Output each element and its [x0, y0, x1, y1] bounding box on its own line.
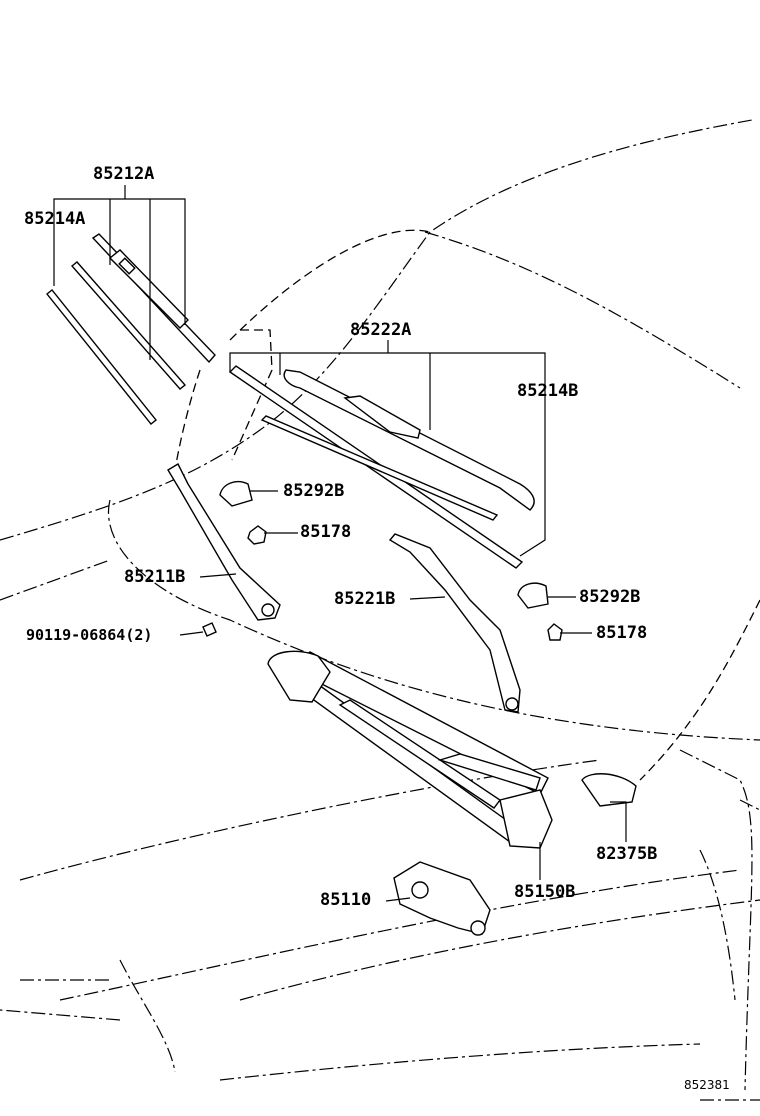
label-85212a: 85212A [93, 164, 155, 184]
label-85178-2: 85178 [596, 623, 648, 643]
wiper-linkage [267, 650, 637, 849]
wiper-blade-a [46, 233, 216, 425]
leader-lines [53, 185, 627, 902]
label-90119-06864: 90119-06864(2) [26, 626, 153, 644]
label-85292b-2: 85292B [579, 587, 641, 607]
vehicle-outline [0, 119, 760, 1101]
label-85211b: 85211B [124, 567, 186, 587]
label-85221b: 85221B [334, 589, 396, 609]
label-85150b: 85150B [514, 882, 576, 902]
label-85222a: 85222A [350, 320, 412, 340]
wiper-arm-left [167, 463, 281, 621]
label-85178-1: 85178 [300, 522, 352, 542]
label-85110: 85110 [320, 890, 372, 910]
label-85214b: 85214B [517, 381, 579, 401]
wiper-motor [393, 861, 491, 936]
label-82375b: 82375B [596, 844, 658, 864]
label-85292b-1: 85292B [283, 481, 345, 501]
wiper-blade-b [228, 365, 535, 569]
caps-and-nuts [202, 480, 563, 641]
wiper-arm-right [388, 533, 521, 713]
diagram-code: 852381 [684, 1078, 730, 1092]
label-85214a: 85214A [24, 209, 86, 229]
